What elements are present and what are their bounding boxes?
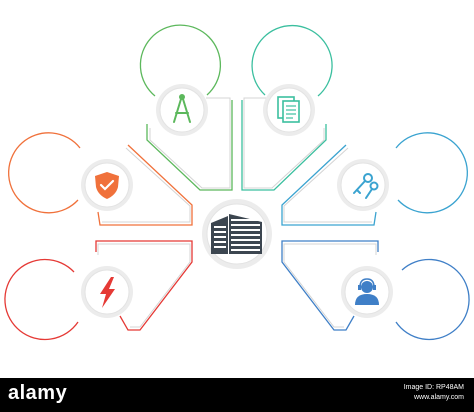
connector-segment xyxy=(283,147,372,223)
outline-lightning xyxy=(4,240,193,341)
outline-keys xyxy=(281,132,468,226)
node-documents xyxy=(263,84,315,136)
node-lightning xyxy=(81,266,133,318)
connector-segment xyxy=(283,243,377,328)
outline-shield xyxy=(8,132,193,226)
center-hub xyxy=(202,199,272,269)
image-url-text: www.alamy.com xyxy=(413,394,464,401)
outline-support xyxy=(281,240,470,341)
node-compass xyxy=(156,84,208,136)
connector-segment xyxy=(243,97,325,189)
office-building-icon xyxy=(211,214,262,254)
shield-check-icon xyxy=(95,172,119,199)
keys-icon xyxy=(353,173,379,199)
outline-compass xyxy=(139,24,233,191)
connector-segment xyxy=(149,97,231,189)
connector-band xyxy=(97,97,377,328)
documents-icon xyxy=(277,96,300,123)
node-shield xyxy=(81,159,133,211)
image-id-text: Image ID: RP48AM xyxy=(403,384,464,391)
image-meta: Image ID: RP48AM www.alamy.com xyxy=(404,383,464,403)
infographic-diagram xyxy=(4,24,470,341)
node-support xyxy=(341,266,393,318)
support-agent-icon xyxy=(355,278,379,305)
watermark-footer: alamy Image ID: RP48AM www.alamy.com xyxy=(0,378,474,412)
drafting-compass-icon xyxy=(173,94,191,123)
connector-segment xyxy=(102,147,191,223)
alamy-logo: alamy xyxy=(8,382,68,404)
lightning-icon xyxy=(100,277,115,308)
node-keys xyxy=(337,159,389,211)
connector-segment xyxy=(97,243,191,328)
outline-documents xyxy=(241,24,333,191)
